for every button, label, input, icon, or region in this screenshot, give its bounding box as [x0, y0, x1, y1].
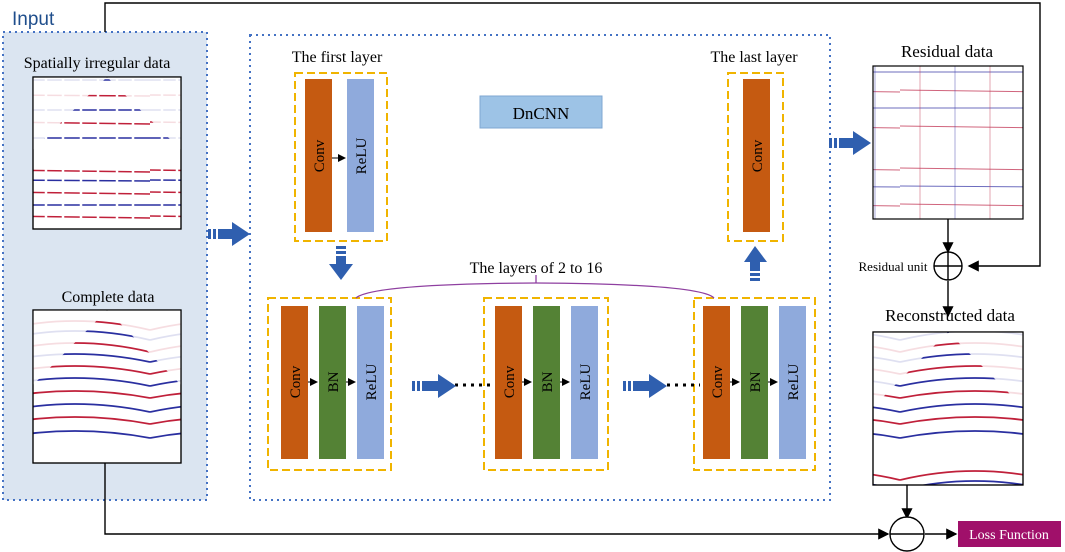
relu-label: ReLU	[354, 138, 370, 175]
last-layer-label: The last layer	[710, 49, 798, 66]
middle-layers-label: The layers of 2 to 16	[470, 260, 603, 277]
dncnn-title: DnCNN	[513, 104, 570, 123]
loss-comparator	[889, 516, 925, 552]
skip-connection-line	[104, 2, 1041, 272]
middle-layer-group: Conv BN ReLU	[693, 297, 816, 471]
loss-function-label: Loss Function	[969, 528, 1049, 543]
dncnn-panel: DnCNN The first layer The last layer The…	[249, 34, 831, 501]
relu-label: ReLU	[578, 364, 594, 401]
relu-block	[347, 79, 374, 232]
conv-label: Conv	[288, 365, 304, 398]
first-layer-label: The first layer	[292, 49, 383, 66]
middle1-to-middle2-arrow	[412, 374, 456, 398]
dncnn-box	[479, 95, 603, 129]
irregular-data-image	[32, 76, 182, 230]
residual-data-label: Residual data	[901, 42, 994, 61]
relu-block	[779, 306, 806, 459]
first-layer-border	[294, 72, 388, 242]
loss-function-box: Loss Function	[958, 521, 1061, 547]
relu-block	[571, 306, 598, 459]
bn-label: BN	[540, 371, 556, 392]
conv-block	[281, 306, 308, 459]
middle2-to-middle3-arrow	[623, 374, 667, 398]
reconstructed-data-label: Reconstructed data	[885, 306, 1015, 325]
complete-data-image	[32, 309, 182, 464]
irregular-data-label: Spatially irregular data	[24, 55, 171, 72]
first-to-middle-arrow	[329, 246, 353, 280]
bn-label: BN	[748, 371, 764, 392]
relu-label: ReLU	[786, 364, 802, 401]
dncnn-to-residual-arrow	[829, 131, 871, 155]
conv-label: Conv	[750, 139, 766, 172]
bn-block	[319, 306, 346, 459]
middle-layer-group: Conv BN ReLU	[483, 297, 609, 471]
input-title: Input	[12, 9, 55, 30]
middle-layers-bracket	[355, 282, 715, 299]
connector-lines	[104, 2, 1041, 540]
reconstructed-data-image	[872, 331, 1024, 486]
residual-unit-label: Residual unit	[859, 259, 928, 274]
dncnn-panel-border	[249, 34, 831, 501]
bn-block	[741, 306, 768, 459]
complete-to-loss-line	[104, 463, 890, 540]
conv-block	[703, 306, 730, 459]
complete-data-label: Complete data	[62, 289, 155, 306]
conv-block	[743, 79, 770, 232]
residual-unit: Residual unit	[859, 251, 963, 281]
input-to-dncnn-arrow	[208, 222, 250, 246]
bn-block	[533, 306, 560, 459]
conv-label: Conv	[502, 365, 518, 398]
conv-block	[495, 306, 522, 459]
relu-block	[357, 306, 384, 459]
first-layer-group: Conv ReLU	[294, 72, 388, 242]
loss-function-background	[958, 521, 1061, 547]
last-layer-group: Conv	[727, 72, 784, 242]
middle-to-last-arrow	[744, 246, 767, 281]
conv-block	[305, 79, 332, 232]
relu-label: ReLU	[364, 364, 380, 401]
bn-label: BN	[326, 371, 342, 392]
conv-label: Conv	[312, 139, 328, 172]
conv-label: Conv	[710, 365, 726, 398]
last-layer-border	[727, 72, 784, 242]
middle-layer-group: Conv BN ReLU	[267, 297, 392, 471]
residual-data-image	[872, 65, 1024, 220]
flow-arrows	[208, 131, 871, 398]
